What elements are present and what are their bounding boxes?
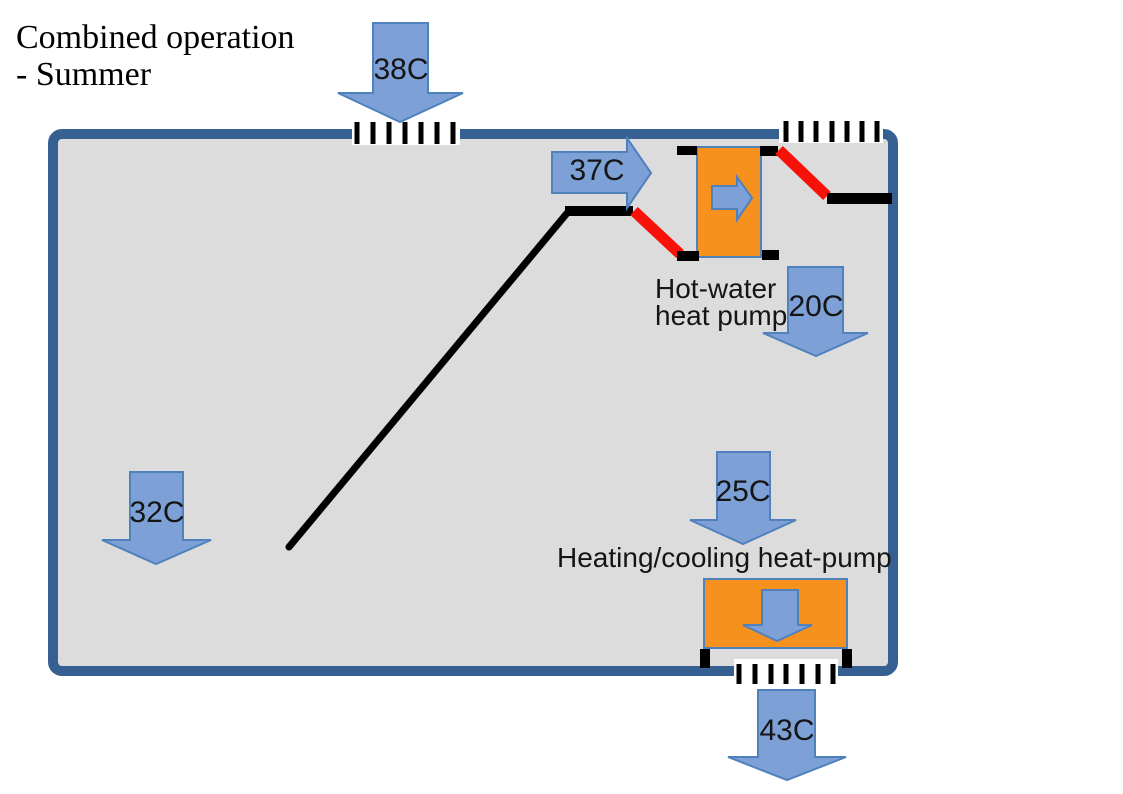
intake-arrow-38c [337, 22, 464, 124]
heating-cooling-pump-flow-arrow-icon [742, 589, 813, 643]
duct-stub-top-left [677, 146, 697, 155]
hot-water-outlet-temp-label: 20C [788, 290, 843, 323]
slide-title-line1: Combined operation [16, 19, 295, 56]
exhaust-arrow-43c [727, 689, 847, 782]
room-box [48, 129, 898, 676]
supply-temp-label: 37C [569, 154, 624, 187]
vent-bottom [734, 659, 838, 684]
room-supply-arrow-32c [101, 471, 212, 566]
duct-stub-exhaust-right [842, 649, 852, 668]
vent-top-right [779, 118, 883, 143]
duct-stub-bottom-left [677, 251, 699, 261]
duct-stub-top-right [760, 146, 778, 156]
slide-title-line2: - Summer [16, 56, 152, 93]
intake-temp-label: 38C [373, 53, 428, 86]
hot-water-outlet-arrow-20c [762, 266, 869, 358]
cooling-intake-temp-label: 25C [715, 475, 770, 508]
duct-stub-exhaust-left [700, 649, 710, 668]
supply-arrow-37c [551, 134, 653, 212]
duct-diagonal-line [285, 208, 572, 551]
exhaust-temp-label: 43C [759, 714, 814, 747]
cooling-intake-arrow-25c [689, 451, 797, 546]
hot-water-pump-label-line1: Hot-water [655, 273, 776, 304]
heating-cooling-pump-label: Heating/cooling heat-pump [557, 542, 892, 573]
room-supply-temp-label: 32C [129, 496, 184, 529]
hot-water-pump-label-line2: heat pump [655, 300, 787, 331]
vent-top-left [352, 120, 460, 145]
damper-red-left [630, 206, 684, 259]
duct-bar-right-wall [827, 193, 892, 204]
duct-bar-middle [565, 206, 633, 216]
damper-red-right [775, 146, 831, 200]
duct-stub-bottom-right [762, 250, 779, 260]
hot-water-pump-flow-arrow-icon [711, 173, 754, 224]
